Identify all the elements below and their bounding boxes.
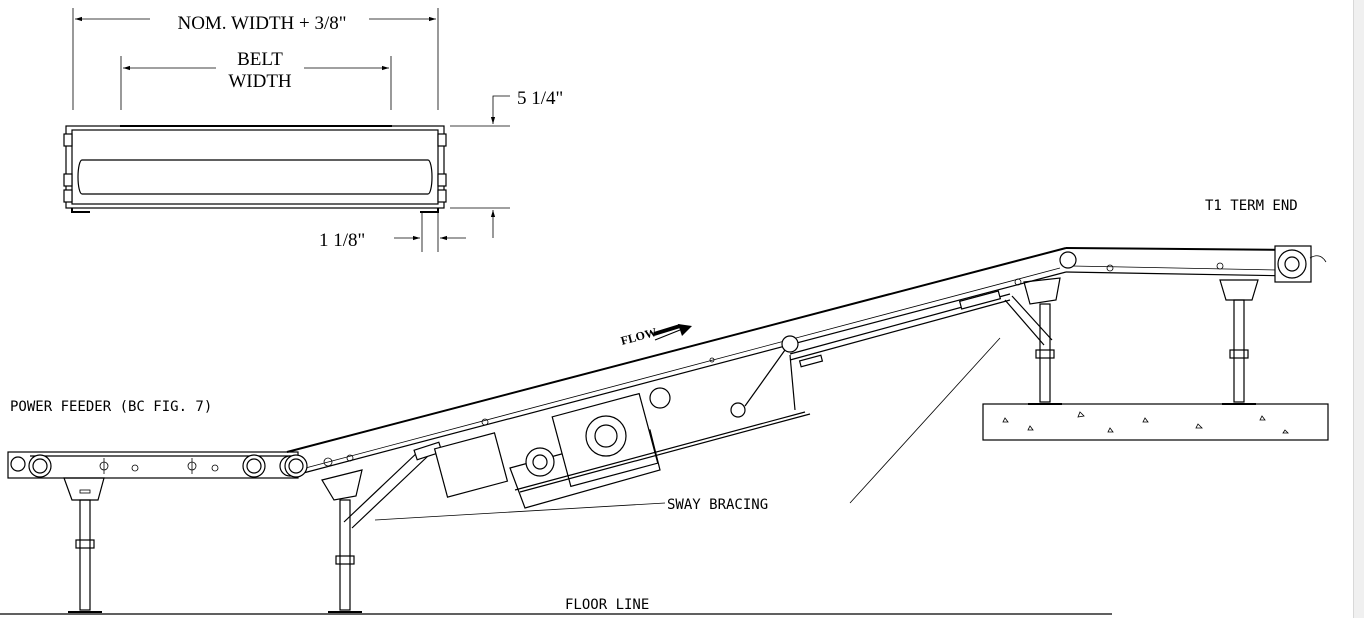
- incline-bed: [284, 247, 1067, 613]
- nominal-width-label: NOM. WIDTH + 3/8": [177, 13, 346, 34]
- cross-section-view: [63, 8, 510, 252]
- floor-line-label: FLOOR LINE: [565, 597, 649, 613]
- flange-dimension: 1 1/8": [319, 230, 365, 251]
- power-feeder-label: POWER FEEDER (BC FIG. 7): [10, 399, 212, 415]
- belt-width-label-line2: WIDTH: [228, 71, 292, 92]
- flow-label: FLOW: [619, 325, 658, 348]
- sway-bracing-label: SWAY BRACING: [667, 497, 768, 513]
- floor-and-platform: [0, 403, 1329, 615]
- leader-lines: [374, 324, 1001, 521]
- discharge-section: [1004, 245, 1327, 405]
- power-feeder: [7, 451, 301, 613]
- scrollbar-edge[interactable]: [1353, 0, 1364, 618]
- flow-arrow-icon: [678, 324, 692, 336]
- term-end-label: T1 TERM END: [1205, 198, 1298, 214]
- belt-width-label-line1: BELT: [237, 49, 283, 70]
- side-height-dimension: 5 1/4": [517, 88, 563, 109]
